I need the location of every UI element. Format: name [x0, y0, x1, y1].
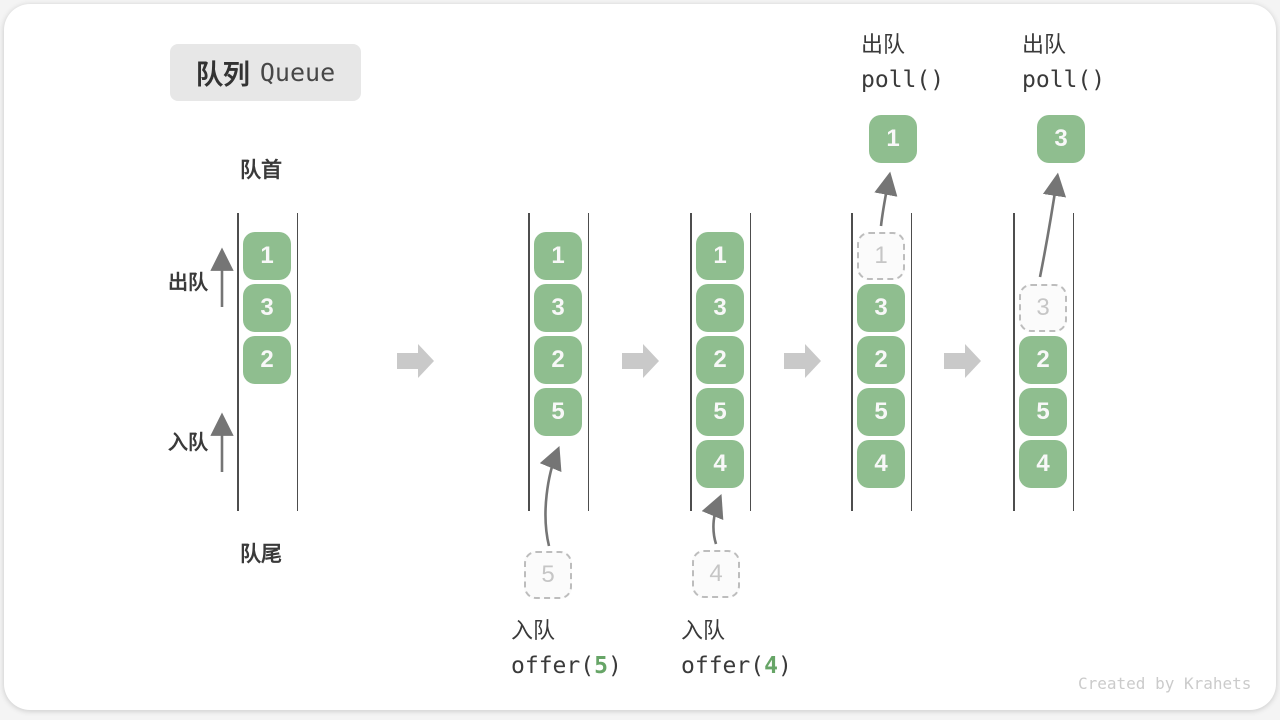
op-poll-2-label: 出队 [1022, 32, 1067, 57]
title-zh: 队列 [195, 60, 250, 90]
queue-column-1: 1 3 2 [237, 213, 298, 511]
queue-rail-right [587, 213, 589, 511]
queue-item: 2 [1019, 336, 1067, 384]
op-poll-2: 出队 poll() [1022, 28, 1105, 98]
watermark: Created by Krahets [1078, 674, 1252, 693]
queue-item: 5 [534, 388, 582, 436]
queue-item: 2 [534, 336, 582, 384]
queue-item: 5 [1019, 388, 1067, 436]
queue-rail-left [237, 213, 239, 511]
label-queue-front: 队首 [240, 159, 282, 182]
queue-item-ghost: 3 [1019, 284, 1067, 332]
queue-item: 4 [857, 440, 905, 488]
label-enqueue-direction: 入队 [168, 432, 208, 454]
queue-item: 3 [696, 284, 744, 332]
op-poll-1-code: poll() [861, 67, 945, 93]
queue-column-3: 1 3 2 5 4 [690, 213, 751, 511]
queue-item: 1 [534, 232, 582, 280]
queue-column-2: 1 3 2 5 [528, 213, 589, 511]
title-en: Queue [259, 58, 336, 87]
queue-item: 3 [857, 284, 905, 332]
queue-column-4: 1 3 2 5 4 [851, 213, 912, 511]
queue-item: 2 [857, 336, 905, 384]
dequeued-box-1: 1 [869, 115, 917, 163]
op-poll-2-code: poll() [1022, 67, 1106, 93]
queue-item: 3 [534, 284, 582, 332]
queue-item: 1 [243, 232, 291, 280]
dequeued-box-3: 3 [1037, 115, 1085, 163]
title-badge: 队列 Queue [170, 44, 361, 101]
op-enqueue-5-label: 入队 [511, 618, 556, 643]
queue-rail-right [910, 213, 912, 511]
op-enqueue-5: 入队 offer(5) [511, 614, 622, 684]
queue-item: 4 [1019, 440, 1067, 488]
queue-rail-left [1013, 213, 1015, 511]
queue-rail-left [690, 213, 692, 511]
queue-rail-right [1072, 213, 1074, 511]
op-enqueue-4-code: offer(4) [681, 653, 792, 679]
queue-item-ghost: 1 [857, 232, 905, 280]
queue-rail-left [851, 213, 853, 511]
queue-item: 2 [243, 336, 291, 384]
op-enqueue-4: 入队 offer(4) [681, 614, 792, 684]
enqueue-candidate-box-4: 4 [692, 550, 740, 598]
queue-item: 3 [243, 284, 291, 332]
op-poll-1-label: 出队 [861, 32, 906, 57]
op-enqueue-5-code: offer(5) [511, 653, 622, 679]
op-poll-1: 出队 poll() [861, 28, 944, 98]
queue-item: 5 [857, 388, 905, 436]
queue-item: 4 [696, 440, 744, 488]
queue-item: 5 [696, 388, 744, 436]
label-dequeue-direction: 出队 [168, 272, 208, 294]
label-queue-rear: 队尾 [240, 543, 282, 566]
queue-rail-right [296, 213, 298, 511]
queue-rail-left [528, 213, 530, 511]
queue-item: 1 [696, 232, 744, 280]
enqueue-candidate-box-5: 5 [524, 551, 572, 599]
queue-column-5: 3 2 5 4 [1013, 213, 1074, 511]
queue-item: 2 [696, 336, 744, 384]
op-enqueue-4-label: 入队 [681, 618, 726, 643]
queue-rail-right [749, 213, 751, 511]
diagram-card [4, 4, 1276, 710]
